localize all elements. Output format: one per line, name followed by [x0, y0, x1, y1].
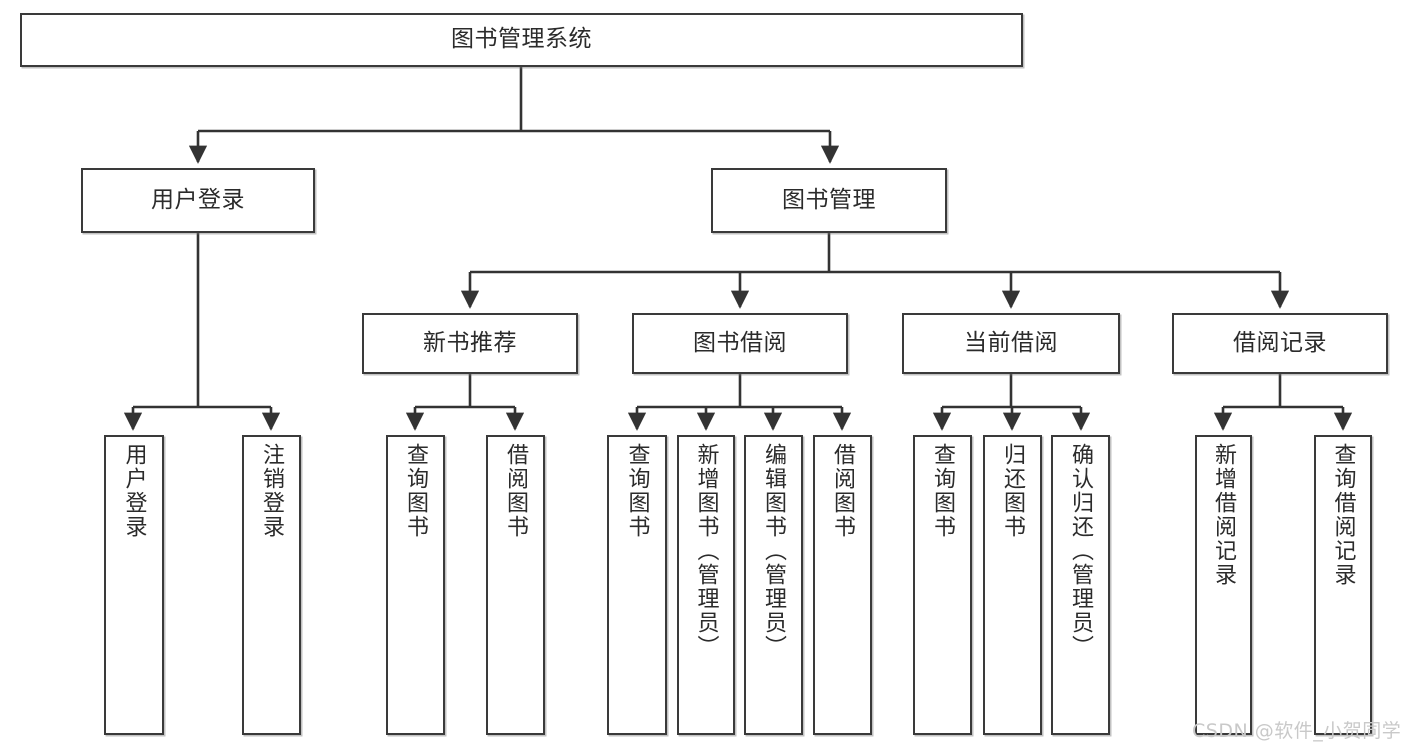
node-book-manage[interactable]: 图书管理 [711, 168, 947, 233]
node-borrow-record[interactable]: 借阅记录 [1172, 313, 1388, 374]
node-leaf-query-borrow-record[interactable]: 查询借阅记录 [1314, 435, 1372, 735]
node-leaf-add-borrow-record[interactable]: 新增借阅记录 [1195, 435, 1252, 735]
node-leaf-add-borrow-record-label: 新增借阅记录 [1211, 443, 1237, 587]
node-leaf-edit-book-admin-label: 编辑图书（管理员） [761, 443, 787, 659]
node-leaf-query-book-borrow[interactable]: 查询图书 [607, 435, 667, 735]
node-book-borrow[interactable]: 图书借阅 [632, 313, 848, 374]
node-borrow-record-label: 借阅记录 [1233, 329, 1327, 356]
node-book-manage-label: 图书管理 [782, 186, 876, 213]
node-root[interactable]: 图书管理系统 [20, 13, 1023, 67]
node-leaf-logout[interactable]: 注销登录 [242, 435, 301, 735]
node-leaf-logout-label: 注销登录 [259, 443, 285, 539]
node-new-book-recommend[interactable]: 新书推荐 [362, 313, 578, 374]
node-leaf-borrow-book-label: 借阅图书 [830, 443, 856, 539]
node-leaf-query-book-cur-label: 查询图书 [930, 443, 956, 539]
node-leaf-query-borrow-record-label: 查询借阅记录 [1330, 443, 1356, 587]
node-new-book-recommend-label: 新书推荐 [423, 329, 517, 356]
node-leaf-user-login-label: 用户登录 [121, 443, 147, 539]
node-leaf-query-book-rec-label: 查询图书 [403, 443, 429, 539]
node-root-label: 图书管理系统 [451, 26, 592, 53]
node-book-borrow-label: 图书借阅 [693, 329, 787, 356]
node-leaf-query-book-borrow-label: 查询图书 [624, 443, 650, 539]
node-leaf-borrow-book[interactable]: 借阅图书 [813, 435, 872, 735]
node-leaf-confirm-return-admin-label: 确认归还（管理员） [1068, 443, 1094, 659]
node-leaf-add-book-admin-label: 新增图书（管理员） [693, 443, 719, 659]
node-current-borrow[interactable]: 当前借阅 [902, 313, 1120, 374]
node-leaf-return-book[interactable]: 归还图书 [983, 435, 1042, 735]
node-leaf-borrow-book-rec-label: 借阅图书 [503, 443, 529, 539]
node-user-login[interactable]: 用户登录 [81, 168, 315, 233]
node-leaf-query-book-cur[interactable]: 查询图书 [913, 435, 972, 735]
node-leaf-query-book-rec[interactable]: 查询图书 [386, 435, 445, 735]
node-user-login-label: 用户登录 [151, 186, 245, 213]
node-leaf-return-book-label: 归还图书 [1000, 443, 1026, 539]
node-leaf-edit-book-admin[interactable]: 编辑图书（管理员） [744, 435, 803, 735]
node-leaf-add-book-admin[interactable]: 新增图书（管理员） [677, 435, 735, 735]
csdn-watermark: CSDN @软件_小贺同学 [1192, 720, 1402, 742]
node-current-borrow-label: 当前借阅 [964, 329, 1058, 356]
node-leaf-borrow-book-rec[interactable]: 借阅图书 [486, 435, 545, 735]
node-leaf-confirm-return-admin[interactable]: 确认归还（管理员） [1051, 435, 1110, 735]
node-leaf-user-login[interactable]: 用户登录 [104, 435, 164, 735]
